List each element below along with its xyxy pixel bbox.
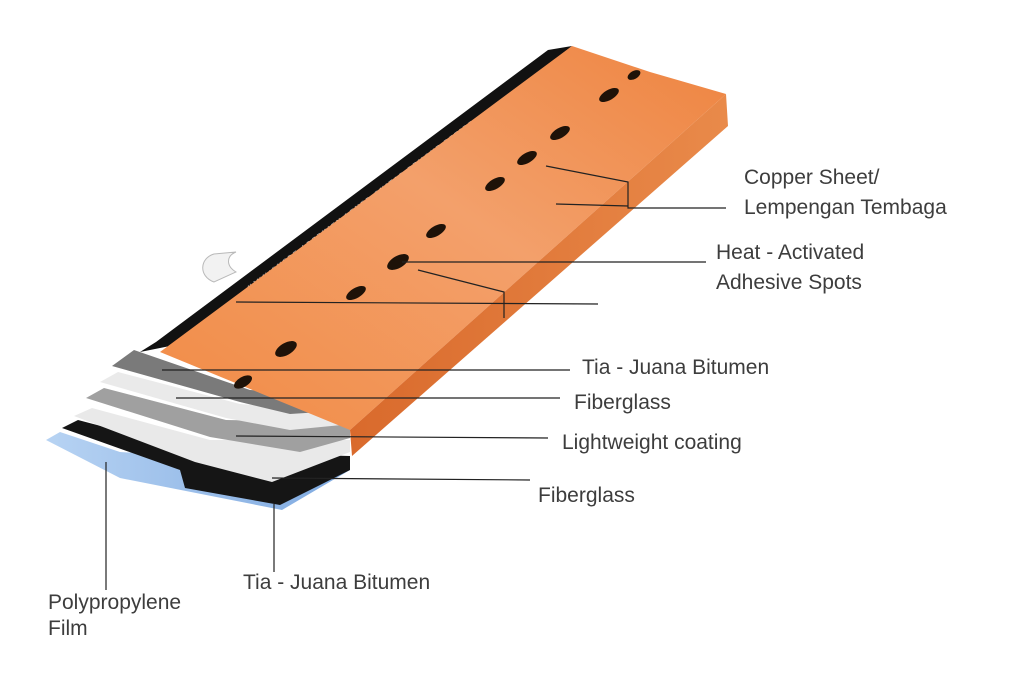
- label-copper-sheet-line1: Copper Sheet/: [744, 166, 880, 189]
- leader-copper-sheet-surface: [555, 203, 629, 207]
- adhesive-spot: [550, 125, 570, 140]
- label-copper-sheet: Copper Sheet/ Lempengan Tembaga: [744, 165, 947, 221]
- label-polypropylene-film-line1: Polypropylene: [48, 591, 182, 614]
- fiberglass-bottom-layer: [74, 408, 350, 482]
- leader-copper-sheet: [545, 165, 726, 209]
- leader-release-liner: [235, 301, 599, 305]
- adhesive-spot: [627, 70, 641, 80]
- label-polypropylene-film: Polypropylene Film: [48, 590, 181, 642]
- label-lightweight-coating: Lightweight coating: [562, 431, 742, 454]
- label-polypropylene-film-line2: Film: [48, 617, 88, 640]
- leader-fiberglass-bottom: [271, 477, 531, 481]
- adhesive-spot: [517, 151, 537, 165]
- label-adhesive-spots: Heat - Activated Adhesive Spots: [716, 240, 864, 296]
- adhesive-spot: [275, 341, 297, 357]
- adhesive-spot: [599, 88, 619, 102]
- fiberglass-top-layer: [100, 372, 352, 430]
- label-bitumen-top: Tia - Juana Bitumen: [582, 356, 770, 379]
- leader-lines: [105, 165, 726, 590]
- label-fiberglass-top: Fiberglass: [574, 391, 671, 414]
- copper-sheet-side: [350, 94, 728, 456]
- peeled-liner-curl: [202, 251, 238, 283]
- copper-sheet-top: [160, 46, 726, 430]
- label-adhesive-spots-line2: Adhesive Spots: [716, 271, 862, 294]
- leader-lightweight-coating: [235, 435, 549, 439]
- label-copper-sheet-line2: Lempengan Tembaga: [744, 196, 947, 219]
- adhesive-spot: [426, 224, 446, 238]
- label-fiberglass-bottom: Fiberglass: [538, 484, 635, 507]
- adhesive-spot: [485, 177, 505, 191]
- adhesive-spot: [387, 254, 409, 270]
- adhesive-spot: [233, 375, 253, 389]
- adhesive-spot: [346, 286, 366, 300]
- leader-adhesive-spot-2: [417, 269, 505, 318]
- label-bitumen-bottom: Tia - Juana Bitumen: [243, 571, 431, 594]
- adhesive-spots: [233, 70, 641, 389]
- release-liner-strip: [140, 46, 572, 352]
- label-adhesive-spots-line1: Heat - Activated: [716, 241, 865, 264]
